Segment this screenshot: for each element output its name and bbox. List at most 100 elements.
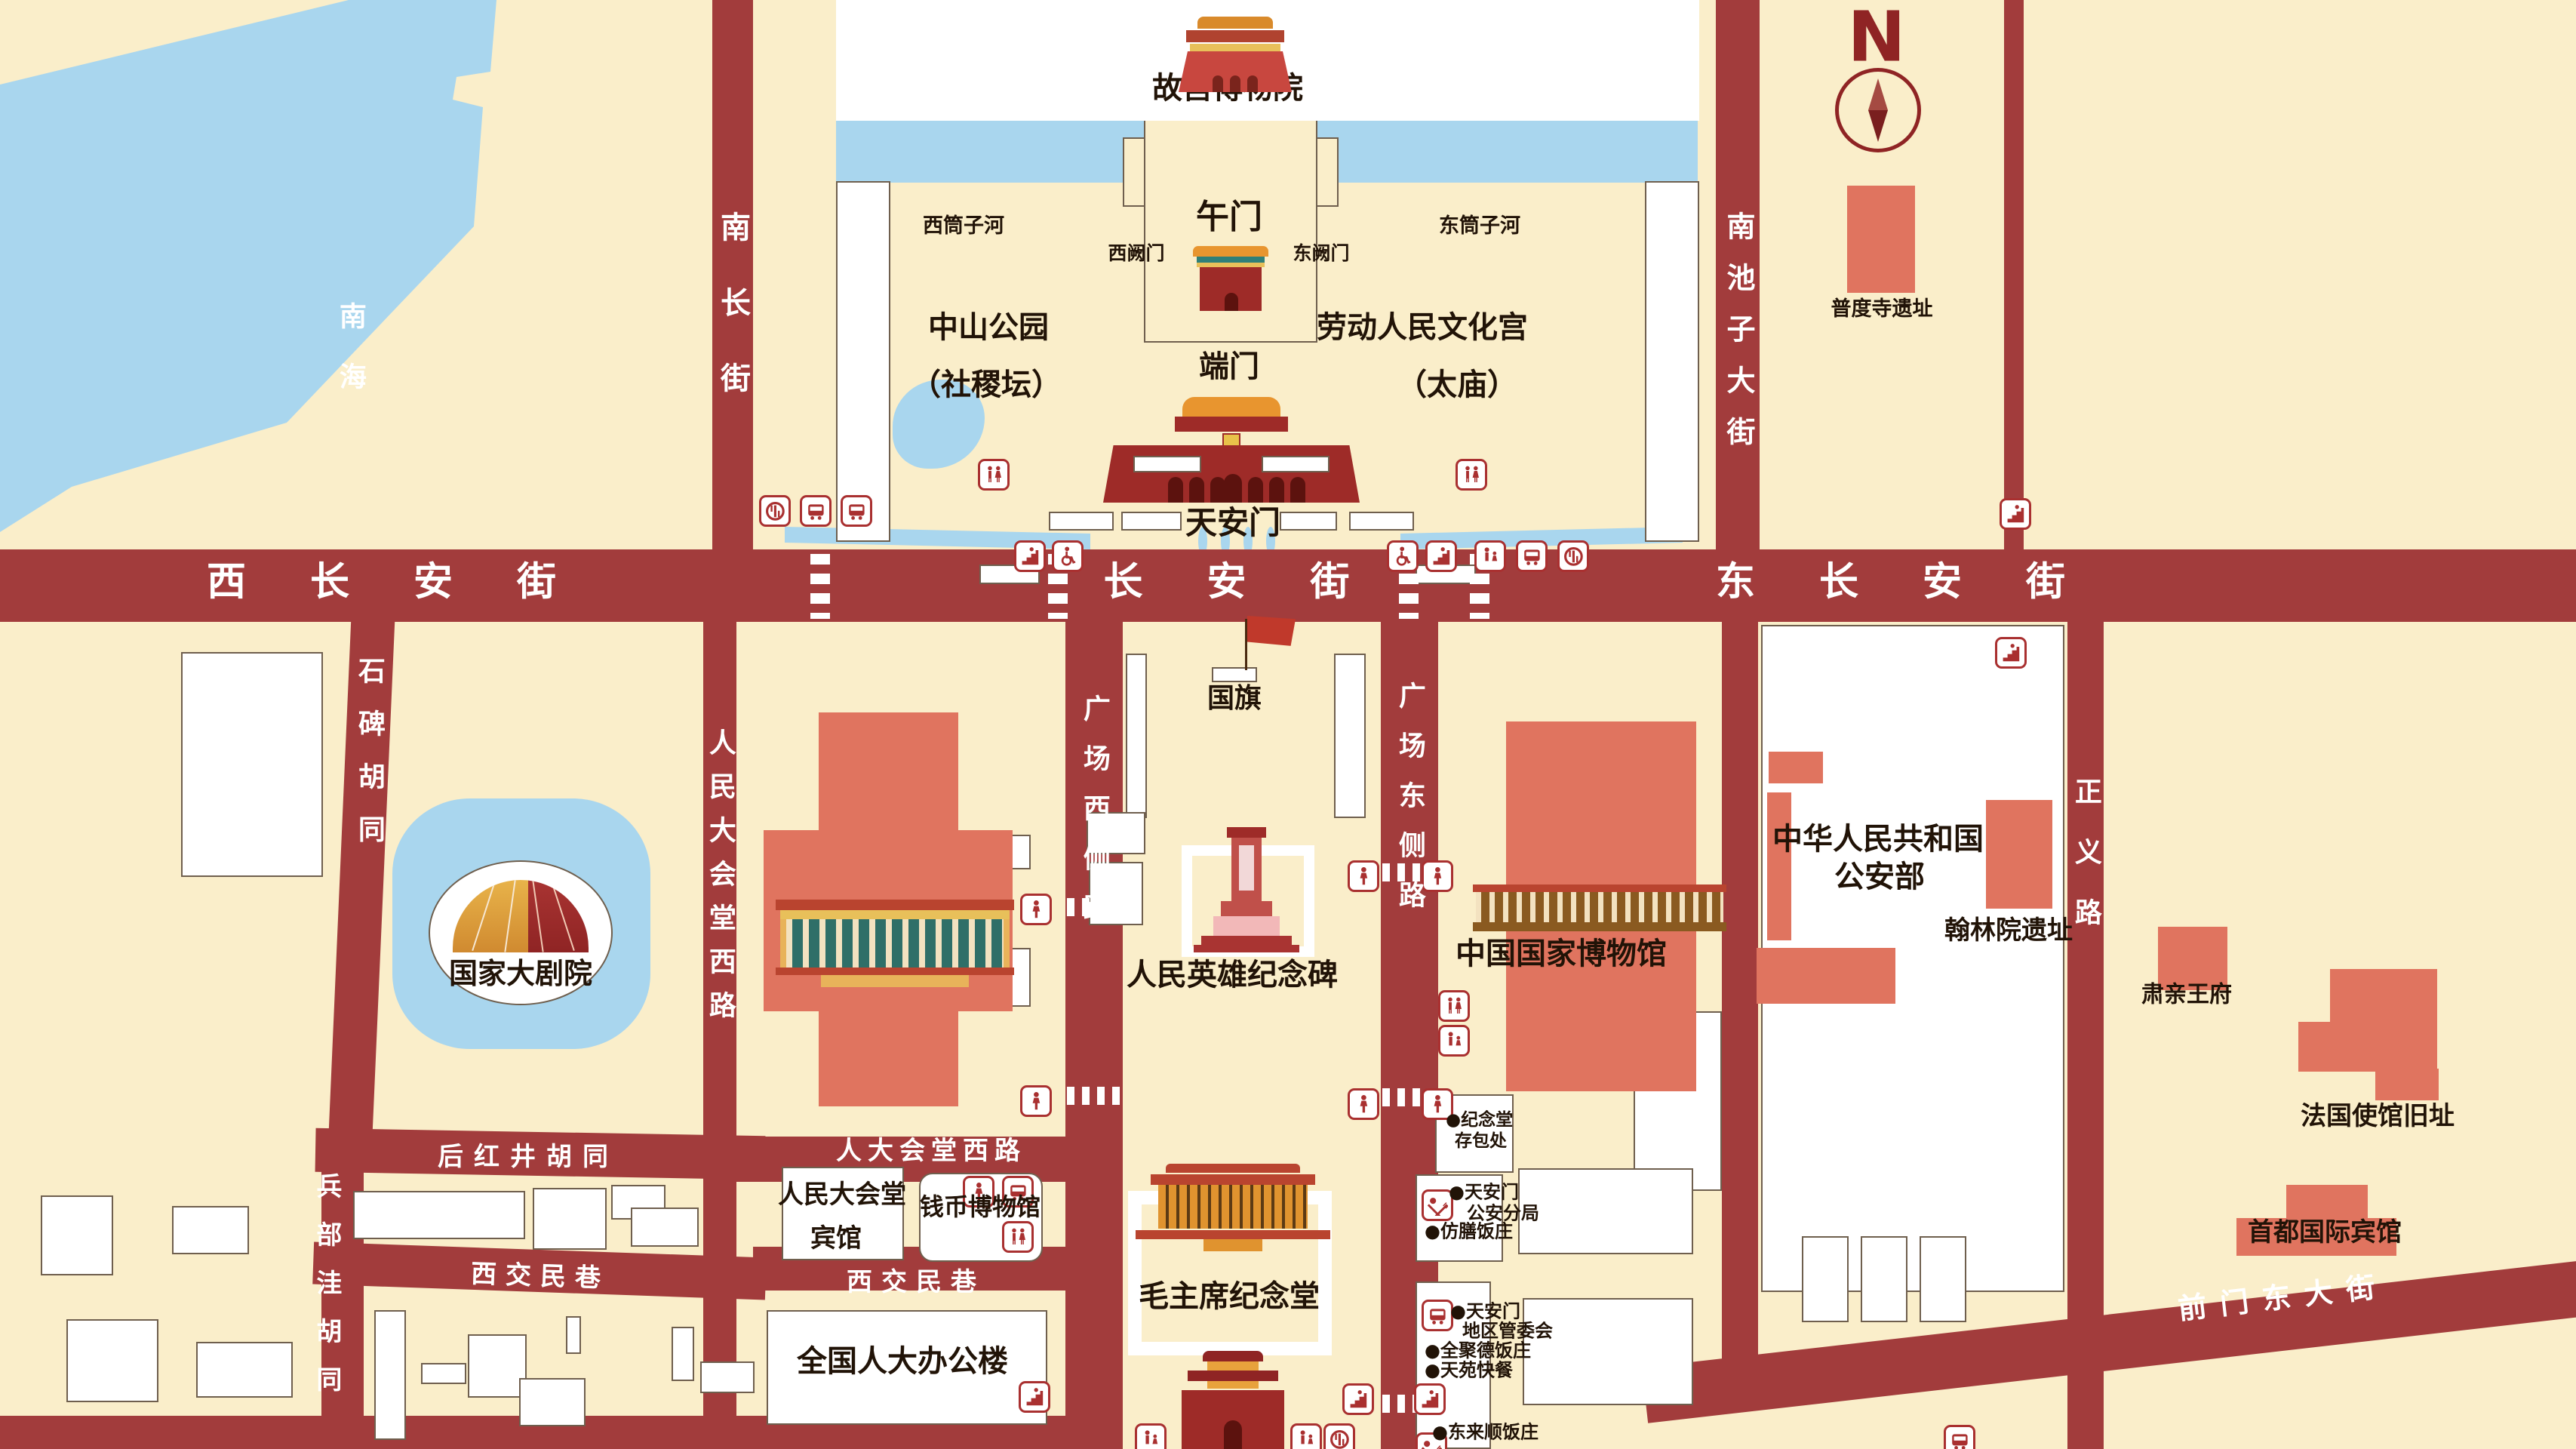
- stand-2: [1121, 512, 1182, 531]
- label-天苑快餐: ●天苑快餐: [1425, 1359, 1513, 1381]
- moat-west: [836, 119, 1145, 183]
- capital-hotel-2: [2236, 1218, 2396, 1256]
- changan-street: [0, 549, 2576, 622]
- ped-icon: [1020, 894, 1052, 925]
- blkSW-2: [172, 1206, 249, 1254]
- flag-stand-west: [1126, 654, 1147, 818]
- bus-icon: [1002, 1176, 1034, 1208]
- bld-west-1: [181, 652, 323, 877]
- wheelchair-icon: [1052, 540, 1084, 572]
- bus-icon: [841, 495, 872, 527]
- blkB-2: [533, 1188, 607, 1250]
- psb-low: [1757, 948, 1895, 1004]
- psb-s2: [1861, 1236, 1907, 1322]
- label-劳动人民文化宫: 劳动人民文化宫: [1317, 310, 1528, 345]
- wc-icon: [978, 459, 1010, 491]
- wc-icon: [1456, 459, 1487, 491]
- guangchang-west-road: [1065, 620, 1123, 1449]
- blkC-1: [374, 1310, 406, 1440]
- nanchizi-south-road: [1722, 620, 1758, 1383]
- label-人大会堂西路: 人大会堂西路: [836, 1136, 1026, 1167]
- renda-west-road-south: [703, 620, 736, 1449]
- forbidden-city-gate-icon: [1179, 17, 1292, 92]
- blkC-4: [519, 1378, 586, 1426]
- restaurant-icon: [1422, 1189, 1453, 1221]
- stairs-icon: [1019, 1381, 1050, 1413]
- label-西阙门: 西阙门: [1108, 242, 1165, 264]
- label-全国人大办公楼: 全国人大办公楼: [797, 1344, 1008, 1379]
- stand-4: [1349, 512, 1414, 531]
- ped-icon: [963, 1176, 994, 1208]
- blkC-2: [421, 1363, 466, 1384]
- blkB-4: [631, 1208, 699, 1247]
- xwalk-changan-1: [810, 554, 830, 619]
- wumen-wing-west: [1123, 137, 1145, 207]
- label-人民大会堂: 人民大会堂: [778, 1180, 906, 1211]
- label-广场东侧路: 广场东侧路: [1394, 681, 1425, 931]
- great-hall-bottom: [819, 1011, 958, 1106]
- zhengyangmen-gate-icon: [1182, 1351, 1284, 1449]
- canal-1: [1198, 527, 1207, 555]
- label-正义路: 正义路: [2070, 777, 2101, 958]
- bus-icon: [800, 495, 832, 527]
- flag-stand-east: [1334, 654, 1366, 818]
- blkSW-4: [196, 1342, 293, 1398]
- label-N: N: [1847, 0, 1906, 78]
- label-中国国家博物馆: 中国国家博物馆: [1456, 937, 1667, 971]
- label-地区管委会: 地区管委会: [1462, 1320, 1553, 1342]
- label-午门: 午门: [1196, 197, 1262, 236]
- label-东筒子河: 东筒子河: [1439, 214, 1520, 238]
- label-钱币博物馆: 钱币博物馆: [919, 1192, 1041, 1222]
- label-首都国际宾馆: 首都国际宾馆: [2248, 1217, 2402, 1248]
- label-西交民巷: 西交民巷: [470, 1258, 610, 1294]
- great-hall-top: [819, 712, 958, 833]
- label-东来顺饭庄: ●东来顺饭庄: [1432, 1421, 1539, 1443]
- tiananmen-gate-icon: [1103, 397, 1360, 503]
- stairs-icon: [1995, 637, 2027, 669]
- label-纪念堂: ●纪念堂: [1446, 1109, 1514, 1130]
- wheelchair-icon: [1387, 540, 1419, 572]
- pudusi-site-bld: [1847, 186, 1915, 293]
- label-东长安街: 东长安街: [1715, 559, 2130, 605]
- restaurant-icon: [1416, 1432, 1447, 1449]
- stairs-icon: [1425, 540, 1457, 572]
- label-人民大会堂西路: 人民大会堂西路: [704, 728, 736, 1035]
- east-lane: [2004, 0, 2024, 551]
- label-中华人民共和国: 中华人民共和国: [1772, 822, 1984, 857]
- family-icon: [1290, 1423, 1322, 1449]
- label-中山公园: 中山公园: [928, 310, 1049, 345]
- stairs-icon: [1414, 1383, 1446, 1415]
- bus-icon: [1516, 540, 1548, 572]
- psb-s1: [1802, 1236, 1849, 1322]
- moat-east: [1317, 119, 1698, 183]
- blkC-7: [700, 1361, 755, 1393]
- xwalk-west-2: [1067, 1087, 1121, 1105]
- canal-3: [1243, 527, 1253, 555]
- duanmen-gate-icon: [1189, 246, 1272, 321]
- ncpa-dome-icon: [453, 880, 589, 952]
- zhengyi-road: [2067, 620, 2104, 1449]
- blkC-3: [468, 1334, 527, 1398]
- label-天安门: ●天安门: [1449, 1181, 1519, 1203]
- subway-icon: [1557, 540, 1589, 572]
- label-西筒子河: 西筒子河: [923, 214, 1004, 238]
- blkC-5: [566, 1316, 581, 1354]
- label-端门: 端门: [1199, 349, 1259, 384]
- label-宾馆: 宾馆: [810, 1223, 862, 1254]
- npc-office: [767, 1310, 1047, 1425]
- psb-top: [1769, 752, 1823, 783]
- bus-icon: [1944, 1425, 1975, 1449]
- label-法国使馆旧址: 法国使馆旧址: [2301, 1101, 2455, 1132]
- label-西交民巷: 西交民巷: [847, 1267, 985, 1298]
- label-国旗: 国旗: [1207, 683, 1262, 715]
- canal-4: [1266, 527, 1275, 555]
- capital-hotel-1: [2286, 1185, 2368, 1220]
- label-仿膳饭庄: ●仿膳饭庄: [1425, 1220, 1513, 1242]
- label-肃亲王府: 肃亲王府: [2141, 981, 2232, 1008]
- wumen-wing-east: [1316, 137, 1339, 207]
- stand-1: [1049, 512, 1114, 531]
- suqinwang-bld: [2158, 927, 2227, 990]
- mao-memorial-icon: [1136, 1164, 1330, 1251]
- canal-2: [1221, 527, 1230, 555]
- flagpole-base: [1212, 667, 1257, 682]
